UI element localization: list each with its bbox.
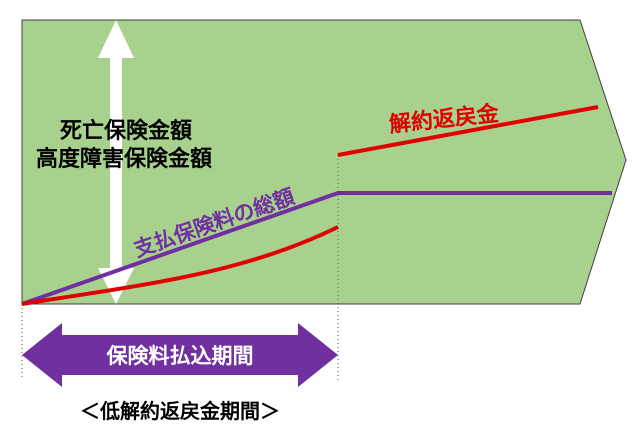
low-surrender-period-label: ＜低解約返戻金期間＞ bbox=[80, 399, 280, 423]
benefit-amount-arrow bbox=[98, 20, 134, 304]
total-premium-line bbox=[21, 191, 612, 306]
surrender-value-after-line bbox=[337, 105, 599, 157]
coverage-area bbox=[21, 19, 627, 305]
surrender-value-curve bbox=[21, 225, 339, 306]
death-benefit-label-line1: 死亡保険金額 bbox=[60, 118, 192, 144]
premium-period-label: 保険料払込期間 bbox=[106, 344, 254, 368]
death-benefit-label-line2: 高度障害保険金額 bbox=[36, 146, 212, 172]
premium-period-arrow bbox=[22, 323, 338, 387]
